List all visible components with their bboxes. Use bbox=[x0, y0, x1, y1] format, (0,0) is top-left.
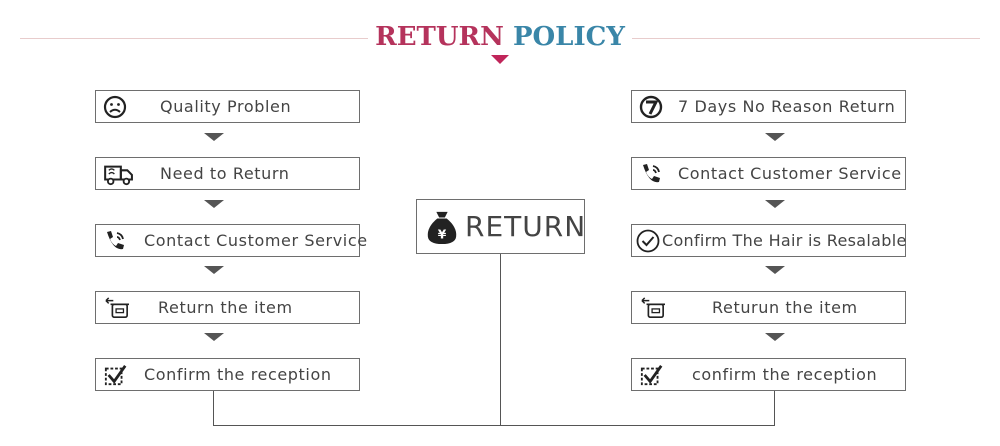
money-bag-icon: ¥ bbox=[427, 211, 457, 244]
left-step-label: Need to Return bbox=[160, 164, 290, 183]
title-word-policy: POLICY bbox=[512, 22, 625, 52]
left-step-contact-service: Contact Customer Service bbox=[95, 224, 367, 257]
left-step-label: Quality Problen bbox=[160, 97, 292, 116]
left-step-return-item: Return the item bbox=[95, 291, 360, 324]
left-step-need-to-return: Need to Return bbox=[95, 157, 360, 190]
flow-arrow-icon bbox=[765, 266, 785, 274]
center-label: RETURN bbox=[465, 210, 587, 243]
right-step-confirm-resalable: Confirm The Hair is Resalable bbox=[631, 224, 906, 257]
header-rule-left bbox=[20, 38, 368, 39]
check-circle-icon bbox=[636, 229, 660, 253]
sad-face-icon bbox=[103, 95, 127, 119]
truck-icon bbox=[104, 165, 133, 186]
left-step-label: Contact Customer Service bbox=[144, 231, 368, 250]
connector-center-down bbox=[500, 254, 501, 425]
right-step-confirm-reception: confirm the reception bbox=[631, 358, 906, 391]
center-return-node: ¥ RETURN bbox=[416, 199, 585, 254]
return-box-icon bbox=[641, 297, 665, 319]
right-step-seven-days: 7 Days No Reason Return bbox=[631, 90, 906, 123]
flow-arrow-icon bbox=[204, 333, 224, 341]
checkbox-icon bbox=[640, 364, 663, 386]
seven-days-icon bbox=[639, 95, 663, 119]
title-word-return: RETURN bbox=[375, 22, 504, 52]
right-step-label: Contact Customer Service bbox=[678, 164, 902, 183]
page-title: RETURN POLICY bbox=[370, 22, 630, 52]
flow-arrow-icon bbox=[765, 200, 785, 208]
flow-arrow-icon bbox=[204, 266, 224, 274]
flow-arrow-icon bbox=[204, 133, 224, 141]
right-step-label: confirm the reception bbox=[692, 365, 878, 384]
title-down-arrow-icon bbox=[491, 55, 509, 64]
svg-text:¥: ¥ bbox=[438, 227, 447, 241]
left-step-quality-problem: Quality Problen bbox=[95, 90, 360, 123]
flow-arrow-icon bbox=[765, 133, 785, 141]
right-step-return-item: Returun the item bbox=[631, 291, 906, 324]
checkbox-icon bbox=[104, 364, 127, 386]
connector-left-down bbox=[213, 391, 214, 426]
right-step-label: Returun the item bbox=[712, 298, 858, 317]
flow-arrow-icon bbox=[204, 200, 224, 208]
flow-arrow-icon bbox=[765, 333, 785, 341]
left-step-label: Confirm the reception bbox=[144, 365, 332, 384]
left-step-confirm-reception: Confirm the reception bbox=[95, 358, 360, 391]
right-step-label: 7 Days No Reason Return bbox=[678, 97, 896, 116]
connector-right-down bbox=[774, 391, 775, 426]
header-rule-right bbox=[632, 38, 980, 39]
return-box-icon bbox=[105, 297, 129, 319]
phone-icon bbox=[107, 231, 124, 250]
connector-bottom bbox=[213, 425, 775, 426]
phone-icon bbox=[643, 164, 660, 183]
right-step-contact-service: Contact Customer Service bbox=[631, 157, 906, 190]
left-step-label: Return the item bbox=[158, 298, 293, 317]
right-step-label: Confirm The Hair is Resalable bbox=[662, 231, 907, 250]
